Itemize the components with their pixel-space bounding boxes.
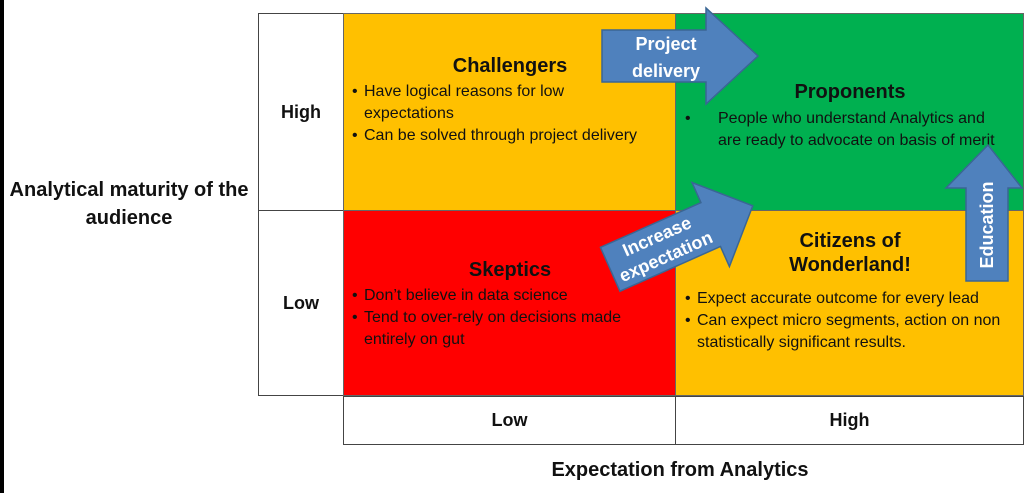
y-label-high: High — [258, 13, 344, 211]
skeptics-title: Skeptics — [468, 259, 552, 281]
skeptics-bullet: Don’t believe in data science — [352, 285, 667, 307]
increase-expectation-arrow-shape — [599, 181, 754, 293]
education-label: Education — [977, 181, 997, 268]
citizens-bullet: Expect accurate outcome for every lead — [685, 288, 1003, 310]
x-label-low: Low — [343, 396, 676, 445]
skeptics-bullet: Tend to over-rely on decisions made enti… — [352, 307, 667, 351]
citizens-bullets: Expect accurate outcome for every lead C… — [685, 288, 1003, 354]
y-label-low: Low — [258, 210, 344, 396]
x-axis-title: Expectation from Analytics — [551, 459, 809, 481]
project-delivery-arrow-shape — [601, 6, 760, 106]
citizens-bullet: Can expect micro segments, action on non… — [685, 310, 1003, 354]
project-delivery-label-line2: delivery — [632, 61, 700, 81]
project-delivery-label-line1: Project — [635, 34, 696, 54]
education-arrow-shape — [944, 143, 1024, 282]
challengers-bullets: Have logical reasons for low expectation… — [352, 81, 652, 147]
x-label-high: High — [675, 396, 1024, 445]
education-arrow: Education — [944, 143, 1024, 282]
left-edge-rule — [0, 0, 4, 493]
proponents-bullet: People who understand Analytics and are … — [685, 108, 1003, 152]
challengers-bullet: Can be solved through project delivery — [352, 125, 652, 147]
challengers-bullet: Have logical reasons for low expectation… — [352, 81, 652, 125]
y-axis-title: Analytical maturity of the audience — [9, 179, 249, 229]
increase-expectation-arrow: Increase expectation — [599, 181, 754, 293]
proponents-bullets: People who understand Analytics and are … — [685, 108, 1003, 152]
citizens-title-line1: Citizens of — [799, 230, 901, 252]
project-delivery-arrow: Project delivery — [601, 6, 760, 106]
citizens-title: Citizens of Wonderland! — [760, 229, 940, 277]
challengers-title: Challengers — [452, 55, 568, 77]
proponents-title: Proponents — [794, 81, 906, 103]
skeptics-bullets: Don’t believe in data science Tend to ov… — [352, 285, 667, 351]
citizens-title-line2: Wonderland! — [789, 254, 911, 276]
